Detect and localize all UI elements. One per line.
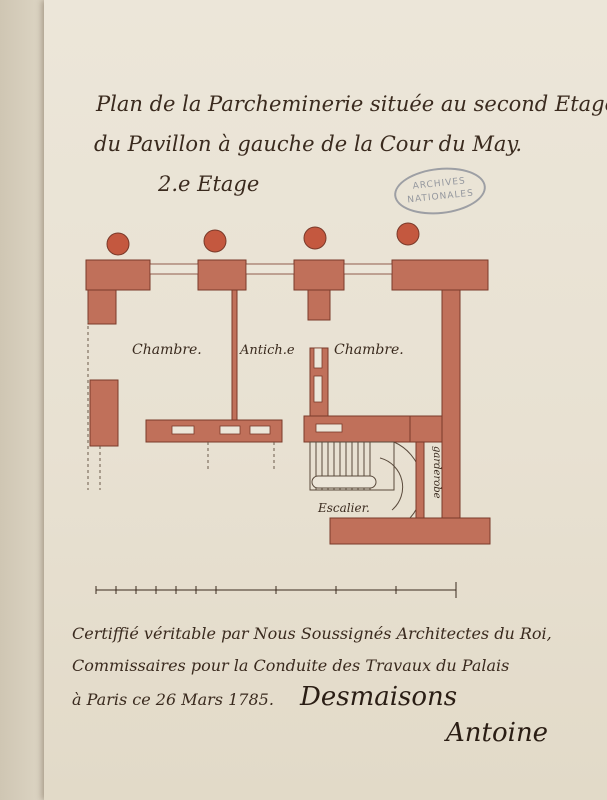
wall-top-2	[197, 259, 247, 291]
wall-top-3	[293, 259, 345, 291]
signature-desmaisons: Desmaisons	[300, 682, 458, 712]
stair-label: Escalier.	[317, 501, 370, 515]
certification-line1: Certiffié véritable par Nous Soussignés …	[72, 624, 552, 643]
column-3	[303, 226, 327, 250]
wall-right	[441, 289, 461, 527]
partition-1	[231, 289, 238, 421]
wall-left-2	[89, 379, 119, 447]
signature-antoine: Antoine	[446, 718, 549, 748]
plan-title-line1: Plan de la Parcheminerie située au secon…	[96, 92, 607, 116]
room-label-3: Chambre.	[334, 342, 404, 358]
plan-title-line2: du Pavillon à gauche de la Cour du May.	[94, 132, 523, 156]
underlying-page	[0, 0, 44, 800]
column-1	[106, 232, 130, 256]
floor-label: 2.e Etage	[158, 172, 260, 196]
wall-top-1	[85, 259, 151, 291]
certification-line3: à Paris ce 26 Mars 1785.	[72, 690, 274, 709]
room-label-2: Antich.e	[239, 343, 295, 358]
column-4	[396, 222, 420, 246]
wall-bottom-3	[409, 415, 443, 443]
scale-bar	[95, 582, 457, 598]
certification-line2: Commissaires pour la Conduite des Travau…	[72, 656, 510, 675]
room-label-1: Chambre.	[132, 342, 202, 358]
partition-2	[307, 289, 331, 321]
passage-label: garderobe	[431, 446, 442, 499]
wall-bottom-1	[145, 419, 283, 443]
wall-left	[87, 289, 117, 325]
column-2	[203, 229, 227, 253]
wall-top-4	[391, 259, 489, 291]
floor-plan: Chambre. Antich.e Chambre. Escalier. gar…	[85, 222, 491, 598]
wall-lower-right	[329, 517, 491, 545]
